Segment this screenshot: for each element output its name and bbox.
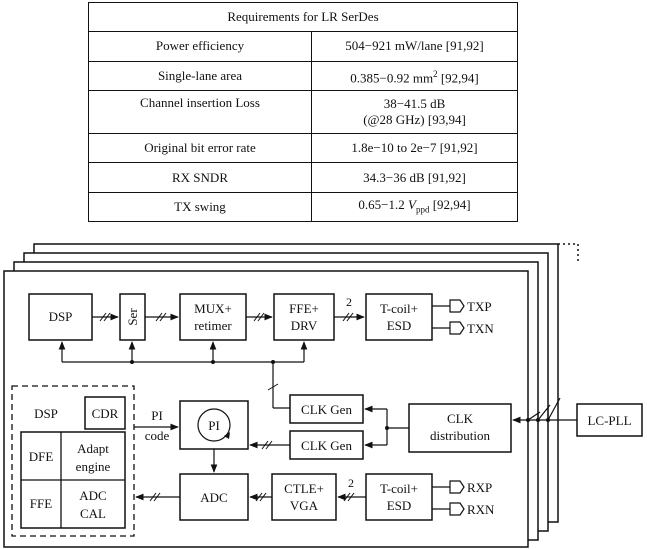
lc-pll-block <box>576 403 643 437</box>
rxp-pad <box>449 480 465 494</box>
row-value-sup: 2 <box>433 68 438 79</box>
rx-tcoil-label-2: ESD <box>387 498 412 513</box>
adapt-label-2: engine <box>76 459 111 474</box>
mux-label-1: MUX+ <box>194 301 232 316</box>
row-value: 1.8e−10 to 2e−7 [91,92] <box>311 133 518 164</box>
row-value-sub: ppd <box>415 204 430 215</box>
row-value: 0.385−0.92 mm2 [92,94] <box>311 60 518 91</box>
cdr-label: CDR <box>92 406 119 421</box>
clkgen-tx-label: CLK Gen <box>301 402 352 417</box>
tx-tcoil-label-1: T-coil+ <box>380 301 418 316</box>
clkgen-rx-label: CLK Gen <box>301 438 352 453</box>
mux-block <box>179 293 247 341</box>
dfe-label: DFE <box>29 449 54 464</box>
rxn-label: RXN <box>467 502 495 517</box>
row-value: 34.3−36 dB [91,92] <box>311 162 518 193</box>
row-name: RX SNDR <box>88 162 312 193</box>
ffe-drv-block <box>273 293 335 341</box>
tx-dsp-label: DSP <box>49 309 73 324</box>
adc-cal-label-1: ADC <box>79 488 106 503</box>
pi-rotation-icon <box>197 408 231 442</box>
row-value-line1: 38−41.5 dB <box>383 95 446 111</box>
tx-path: DSP Ser MUX+ retimer FFE+ DRV T-coil+ ES… <box>28 293 494 409</box>
row-value-line2: (@28 GHz) [93,94] <box>363 111 466 127</box>
ctle-vga-block <box>271 473 337 521</box>
txn-pad <box>449 321 465 335</box>
row-name: Channel insertion Loss <box>88 89 312 135</box>
row-value-ref: [92,94] <box>437 69 479 85</box>
ctle-vga-label-2: VGA <box>290 498 319 513</box>
tx-bus-width: 2 <box>346 295 352 309</box>
ffe-drv-label-2: DRV <box>291 318 318 333</box>
clk-distribution-block <box>408 403 512 453</box>
adc-block <box>179 473 249 521</box>
clk-distribution-label-1: CLK <box>447 411 474 426</box>
row-value-v: V <box>407 196 416 212</box>
table-row: TX swing 0.65−1.2 Vppd [92,94] <box>88 191 518 223</box>
pi-label: PI <box>208 418 220 433</box>
adc-label: ADC <box>200 490 227 505</box>
tx-dsp-block <box>28 293 93 341</box>
lc-pll-label: LC-PLL <box>587 413 631 428</box>
adc-cal-label-2: CAL <box>80 506 106 521</box>
row-name: Single-lane area <box>88 60 312 91</box>
txp-pad <box>449 299 465 313</box>
rx-dsp-label: DSP <box>34 406 58 421</box>
row-value-ref: [92,94] <box>429 196 471 212</box>
ffe-drv-label-1: FFE+ <box>289 301 319 316</box>
rx-bus-width: 2 <box>348 476 354 490</box>
table-row: Single-lane area 0.385−0.92 mm2 [92,94] <box>88 60 518 91</box>
clk-distribution-label-2: distribution <box>430 428 490 443</box>
row-value-main: 0.385−0.92 mm <box>350 69 434 85</box>
tx-tcoil-label-2: ESD <box>387 318 412 333</box>
rx-path: DSP CDR DFE Adapt engine FFE ADC CAL PI … <box>11 385 495 537</box>
rx-tcoil-label-1: T-coil+ <box>380 481 418 496</box>
table-row: Original bit error rate 1.8e−10 to 2e−7 … <box>88 133 518 164</box>
clkgen-rx-block <box>289 430 364 460</box>
cdr-block <box>84 396 126 430</box>
row-name: Original bit error rate <box>88 133 312 164</box>
clock-section: CLK Gen CLK Gen CLK distribution LC-PLL <box>289 394 643 460</box>
pi-code-label-2: code <box>145 428 170 443</box>
clkgen-tx-block <box>289 394 364 424</box>
ser-label: Ser <box>125 308 140 326</box>
table-row: RX SNDR 34.3−36 dB [91,92] <box>88 162 518 193</box>
table-title: Requirements for LR SerDes <box>88 1 518 33</box>
txn-label: TXN <box>467 321 494 336</box>
ffe-label: FFE <box>30 496 52 511</box>
row-value: 0.65−1.2 Vppd [92,94] <box>311 191 518 223</box>
table-row: Power efficiency 504−921 mW/lane [91,92] <box>88 31 518 62</box>
ctle-vga-label-1: CTLE+ <box>284 481 324 496</box>
txp-label: TXP <box>467 299 492 314</box>
adapt-label-1: Adapt <box>77 441 109 456</box>
row-value-main: 0.65−1.2 <box>358 196 408 212</box>
tx-tcoil-block <box>365 293 433 341</box>
row-name: TX swing <box>88 191 312 223</box>
rxn-pad <box>449 502 465 516</box>
rx-tcoil-block <box>365 473 433 521</box>
requirements-table: Requirements for LR SerDes Power efficie… <box>88 1 518 223</box>
mux-label-2: retimer <box>194 318 232 333</box>
rx-dsp-cluster <box>11 385 135 537</box>
pi-code-label-1: PI <box>151 408 163 423</box>
rxp-label: RXP <box>467 480 492 495</box>
row-name: Power efficiency <box>88 31 312 62</box>
